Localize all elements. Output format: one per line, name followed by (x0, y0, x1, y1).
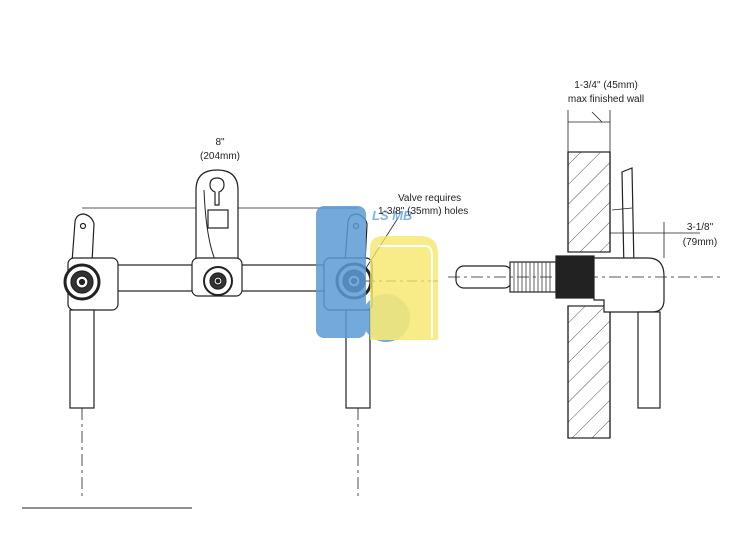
spacing-label-metric: (204mm) (200, 151, 240, 162)
left-valve (63, 213, 119, 500)
side-valve-body (593, 257, 665, 313)
projection-label-1: 3-1/8" (687, 222, 714, 233)
mounting-plate (621, 167, 635, 271)
watermark-text: LS MB (372, 208, 412, 223)
front-view (63, 169, 440, 500)
valve-hole-label-1: Valve requires (398, 193, 461, 204)
side-outlet-pipe (637, 311, 661, 409)
wall-label-1: 1-3/4" (45mm) (574, 80, 638, 91)
wall-section-upper (567, 151, 611, 253)
left-outlet-pipe (69, 309, 95, 409)
spacing-label-imperial: 8" (215, 137, 225, 148)
center-diverter (191, 169, 243, 297)
projection-label-2: (79mm) (683, 237, 717, 248)
valve-hole-label-2: 1-3/8" (35mm) holes (378, 206, 468, 217)
wall-section-lower (567, 305, 611, 439)
side-view (448, 110, 720, 439)
watermark-logo: LS MB (316, 206, 438, 342)
wall-label-2: max finished wall (568, 94, 644, 105)
labels: 8" (204mm) Valve requires 1-3/8" (35mm) … (200, 80, 717, 248)
